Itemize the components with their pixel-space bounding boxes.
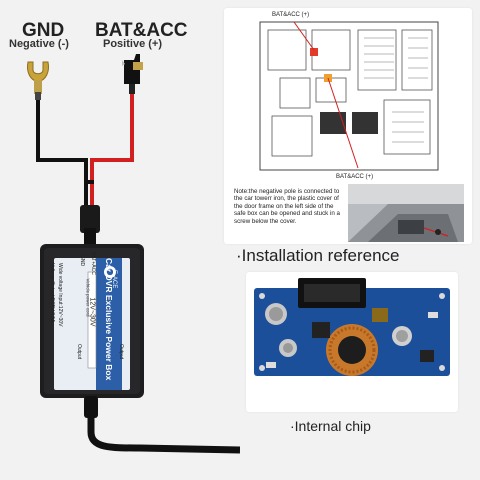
box-voltage-2: Voltage Output:DC5V 2.5A	[49, 263, 55, 323]
fuse-tap-icon	[122, 54, 143, 94]
box-voltage-1: Wide voltage Input:12V~30V	[57, 263, 63, 327]
chip-card	[246, 272, 458, 412]
fuse-top-label: BAT&ACC (+)	[272, 12, 310, 18]
bat-subtitle: Positive (+)	[103, 38, 162, 50]
chip-caption: ·Internal chip	[290, 418, 371, 434]
fuse-bottom-label: BAT&ACC (+)	[336, 174, 374, 180]
ring-terminal-icon	[27, 61, 49, 100]
installation-card: BAT&ACC (+) BAT&ACC (+) Note:the negativ…	[224, 8, 472, 244]
installation-caption: ·Installation reference	[236, 246, 400, 265]
fuse-box-diagram	[259, 21, 439, 171]
pcb-image	[254, 278, 450, 376]
box-output-label-2: Output	[76, 344, 82, 360]
install-note: Note:the negative pole is connected to t…	[234, 188, 340, 225]
gnd-subtitle: Negative (-)	[9, 38, 69, 50]
red-wire	[90, 94, 134, 210]
wiring-diagram	[27, 54, 240, 454]
car-interior-photo	[348, 184, 464, 242]
bat-title: BAT&ACC	[95, 20, 188, 41]
gnd-title: GND	[22, 20, 65, 41]
black-wire	[36, 100, 88, 210]
box-title: Car DVR Exclusive Power Box	[104, 258, 114, 381]
output-cable	[87, 418, 240, 454]
box-output-label: Output	[118, 344, 124, 360]
box-side-text: Vehicle power cord	[85, 278, 91, 317]
box-input-label: BAT+ACC	[90, 252, 96, 275]
power-box	[40, 244, 144, 398]
box-gnd-label: GND	[79, 255, 85, 267]
